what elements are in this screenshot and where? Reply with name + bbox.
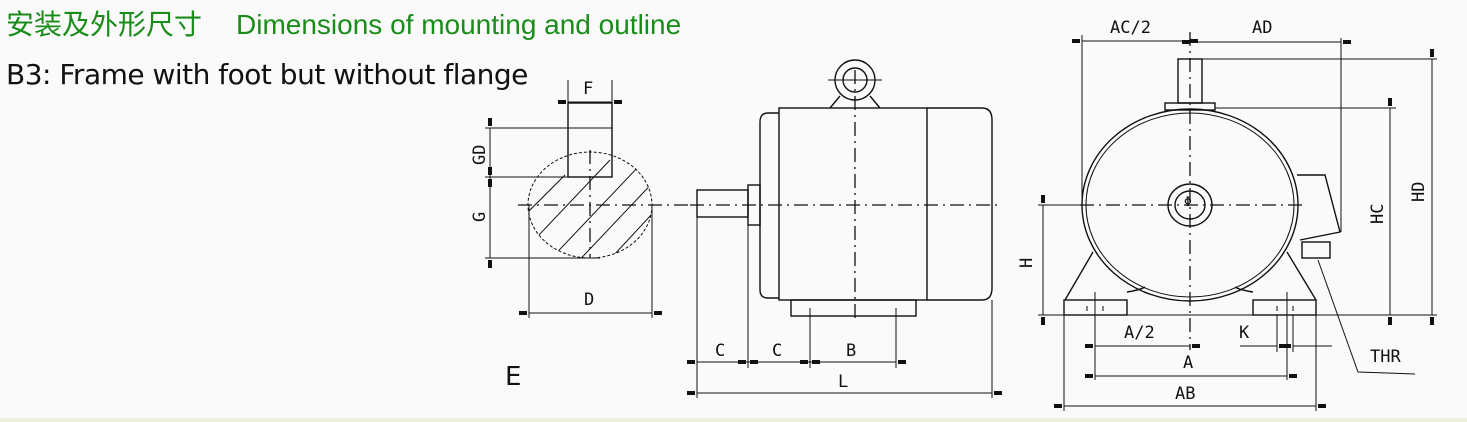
dim-label-GD: GD: [470, 145, 490, 165]
dim-label-AC-half: AC/2: [1110, 18, 1151, 38]
dim-label-C1: C: [715, 341, 725, 361]
title-chinese: 安装及外形尺寸: [6, 8, 203, 41]
dim-label-H: H: [1017, 258, 1037, 268]
dim-label-AB: AB: [1175, 384, 1195, 404]
dim-label-HD: HD: [1409, 182, 1429, 202]
dim-label-A: A: [1183, 353, 1193, 373]
rear-end-cover: [927, 107, 993, 301]
motor-side-view: C C B L: [687, 59, 1002, 398]
motor-front-view: Φ: [1017, 18, 1437, 411]
dim-label-K: K: [1239, 323, 1250, 343]
dim-label-B: B: [846, 341, 856, 361]
dim-label-A-half: A/2: [1124, 323, 1155, 343]
mounting-foot: [790, 299, 917, 317]
right-foot: [1252, 299, 1317, 316]
shaft-section-view: F GD G D: [470, 79, 690, 318]
thr-leader-line: [1317, 259, 1416, 375]
bottom-border: [0, 418, 1467, 422]
lifting-eye-base: [829, 95, 881, 109]
mounting-type-subtitle: B3: Frame with foot but without flange: [6, 58, 528, 91]
dim-label-L: L: [838, 372, 848, 392]
title-english: Dimensions of mounting and outline: [236, 9, 682, 40]
motor-body: [778, 107, 928, 301]
dim-label-C2: C: [772, 341, 782, 361]
svg-text:Φ: Φ: [1184, 195, 1192, 210]
dim-label-D: D: [584, 290, 594, 310]
terminal-box: [1297, 174, 1341, 241]
dim-label-G: G: [470, 212, 490, 222]
dim-label-F: F: [583, 79, 593, 99]
dim-label-AD: AD: [1252, 18, 1272, 38]
dim-label-THR: THR: [1370, 347, 1401, 367]
shaft-section-label: E: [505, 362, 522, 392]
key: [567, 102, 613, 178]
front-end-cap: [759, 112, 779, 299]
dim-label-HC: HC: [1368, 204, 1388, 224]
page-title: 安装及外形尺寸 Dimensions of mounting and outlin…: [6, 3, 681, 43]
shaft-end: [696, 189, 749, 218]
cable-gland: [1301, 241, 1331, 259]
